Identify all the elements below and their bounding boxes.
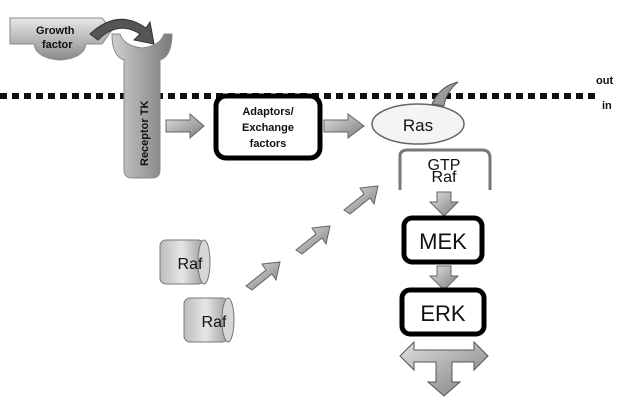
gtp-raf-complex: GTP Raf: [398, 148, 492, 190]
growth-factor-label-2: factor: [42, 39, 73, 51]
ras-label: Ras: [403, 116, 433, 135]
arrow-raf-to-mek-icon: [428, 191, 460, 217]
growth-factor-label-1: Growth: [36, 25, 75, 37]
mek-label: MEK: [419, 229, 467, 254]
diagonal-arrow-3-icon: [343, 185, 379, 215]
receptor-tk-label: Receptor TK: [139, 101, 151, 166]
raf-cylinder-2: Raf: [183, 297, 235, 343]
adaptors-label-2: Exchange: [242, 122, 294, 134]
raf-1-label: Raf: [178, 256, 203, 273]
raf-cylinder-1: Raf: [159, 239, 211, 285]
arrow-receptor-to-adaptors-icon: [165, 112, 205, 140]
raf-recruitment-arrows: [245, 185, 379, 291]
adaptors-label-1: Adaptors/: [242, 106, 293, 118]
label-out: out: [596, 75, 613, 87]
adaptors-label-3: factors: [250, 138, 287, 150]
erk-box: ERK: [399, 287, 487, 337]
mek-box: MEK: [401, 215, 485, 265]
diagonal-arrow-2-icon: [295, 225, 331, 255]
erk-label: ERK: [420, 301, 466, 326]
arrow-mek-to-erk-icon: [428, 265, 460, 291]
diagonal-arrow-1-icon: [245, 261, 281, 291]
erk-output-arrows-icon: [399, 340, 489, 397]
label-in: in: [602, 100, 612, 112]
raf-2-label: Raf: [202, 314, 227, 331]
arrow-adaptors-to-ras-icon: [323, 113, 365, 139]
receptor-tk: Receptor TK: [111, 33, 173, 179]
binding-arrow-icon: [89, 18, 155, 45]
growth-factor: Growth factor: [9, 17, 113, 61]
ras: Ras: [371, 81, 465, 145]
adaptors-exchange-factors-box: Adaptors/ Exchange factors: [213, 93, 323, 161]
raf-active-label: Raf: [432, 169, 457, 186]
gtp-label: GTP: [428, 157, 461, 174]
